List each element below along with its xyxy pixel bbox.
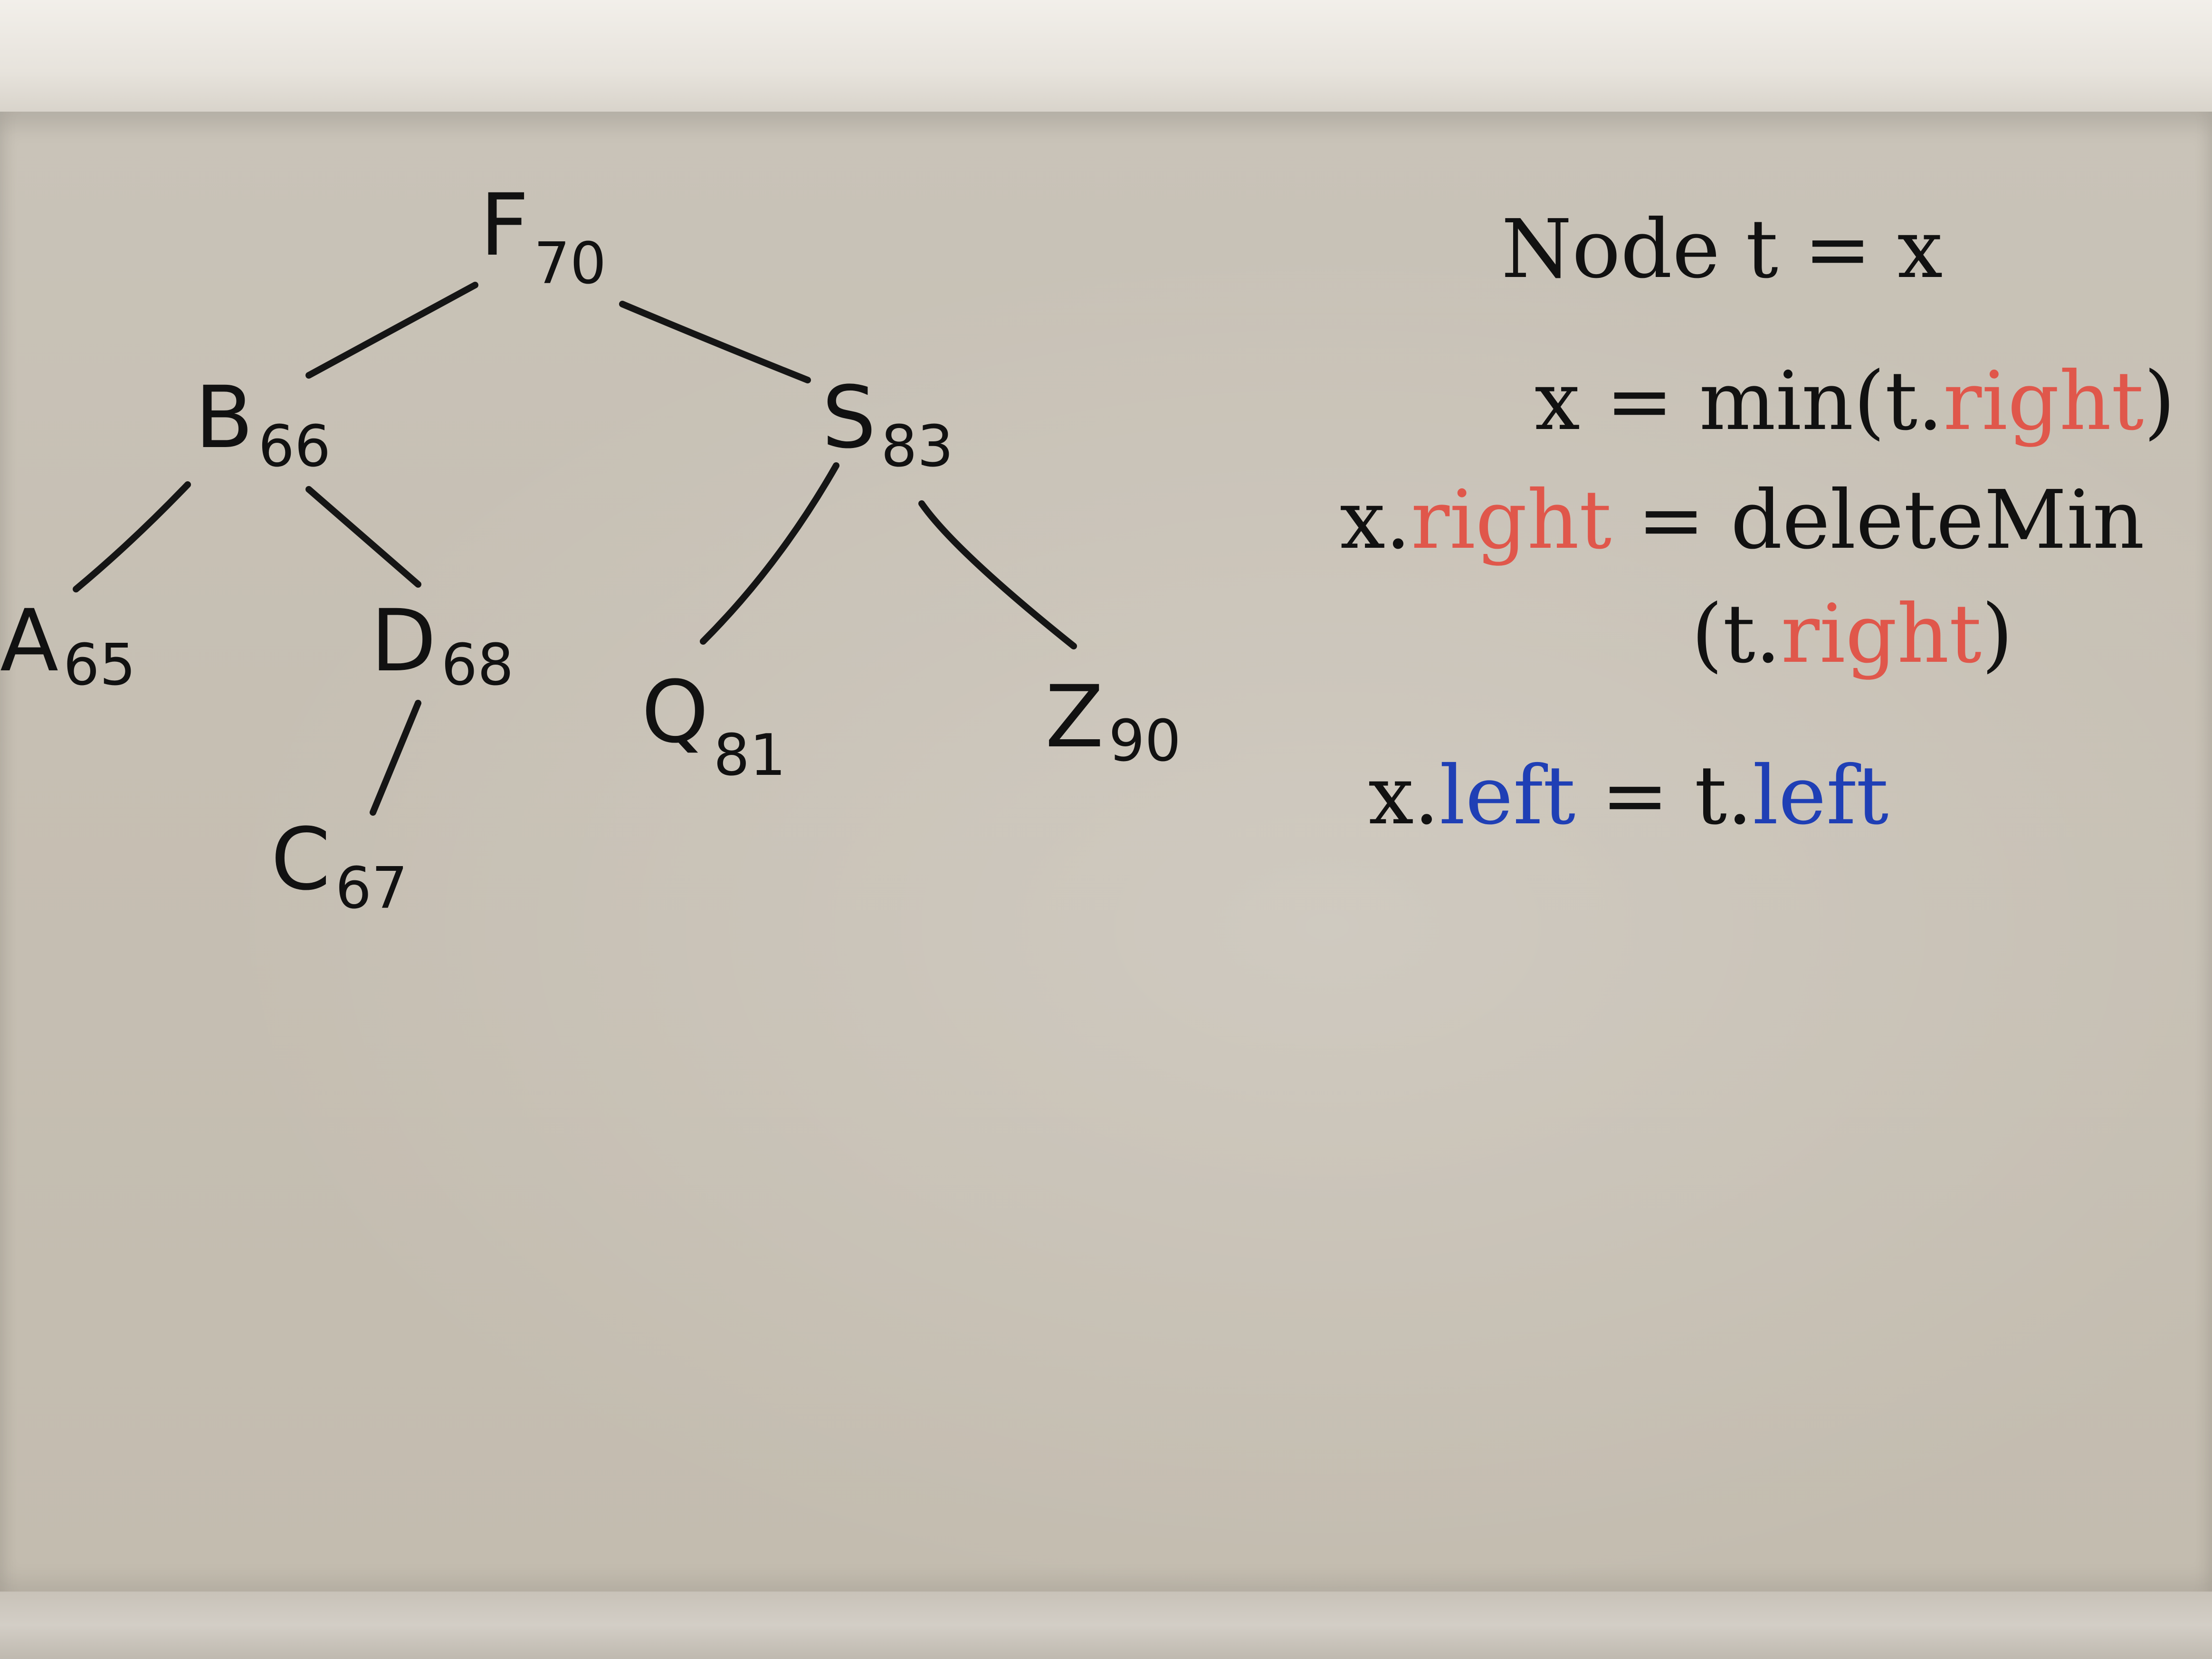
node-letter: C bbox=[271, 810, 331, 909]
node-A: A65 bbox=[0, 599, 136, 694]
edge-S-Z bbox=[918, 500, 1077, 649]
node-key: 83 bbox=[881, 414, 953, 480]
node-Z: Z90 bbox=[1045, 675, 1181, 770]
code-field-left: left bbox=[1439, 749, 1576, 843]
node-F: F70 bbox=[480, 183, 606, 293]
code-field-right: right bbox=[1411, 473, 1612, 567]
node-key: 68 bbox=[441, 632, 514, 698]
code-field-left: left bbox=[1753, 749, 1889, 843]
node-key: 81 bbox=[713, 723, 786, 789]
whiteboard-surface bbox=[0, 112, 2212, 1594]
code-line-4: (t.right) bbox=[1691, 594, 2013, 675]
edge-B-D bbox=[305, 486, 421, 588]
edge-S-Q bbox=[700, 462, 839, 645]
code-line-2: x = min(t.right) bbox=[1535, 361, 2175, 442]
code-text: = t. bbox=[1575, 749, 1753, 843]
code-field-right: right bbox=[1943, 354, 2144, 448]
code-line-5: x.left = t.left bbox=[1368, 755, 1888, 836]
code-field-right: right bbox=[1781, 587, 1982, 681]
node-C: C67 bbox=[271, 817, 408, 917]
whiteboard-frame-bottom bbox=[0, 1592, 2212, 1659]
code-text: = deleteMin bbox=[1611, 473, 2145, 567]
node-letter: S bbox=[822, 368, 877, 467]
node-D: D68 bbox=[371, 599, 514, 694]
code-line-3: x.right = deleteMin bbox=[1340, 480, 2145, 561]
code-text: ) bbox=[2144, 354, 2175, 448]
edge-F-B bbox=[305, 282, 478, 379]
code-text: x. bbox=[1340, 473, 1411, 567]
code-text: x = min(t. bbox=[1535, 354, 1944, 448]
whiteboard-frame-top bbox=[0, 0, 2212, 119]
node-key: 66 bbox=[258, 414, 331, 480]
node-key: 90 bbox=[1108, 708, 1182, 774]
node-key: 65 bbox=[63, 632, 136, 698]
node-letter: Q bbox=[641, 663, 709, 762]
edge-D-C bbox=[370, 700, 421, 816]
code-text: ) bbox=[1981, 587, 2013, 681]
node-B: B66 bbox=[195, 375, 331, 476]
node-key: 67 bbox=[335, 856, 408, 922]
node-letter: Z bbox=[1045, 667, 1104, 767]
node-letter: F bbox=[480, 176, 529, 275]
node-letter: B bbox=[195, 368, 254, 467]
node-key: 70 bbox=[534, 231, 607, 297]
node-S: S83 bbox=[822, 375, 953, 476]
node-Q: Q81 bbox=[641, 670, 786, 784]
code-text: (t. bbox=[1691, 587, 1781, 681]
node-letter: D bbox=[371, 591, 437, 691]
node-letter: A bbox=[0, 591, 59, 691]
edge-F-S bbox=[619, 301, 811, 383]
edge-B-A bbox=[73, 481, 191, 592]
code-line-1: Node t = x bbox=[1501, 202, 1943, 296]
code-text: x. bbox=[1368, 749, 1440, 843]
